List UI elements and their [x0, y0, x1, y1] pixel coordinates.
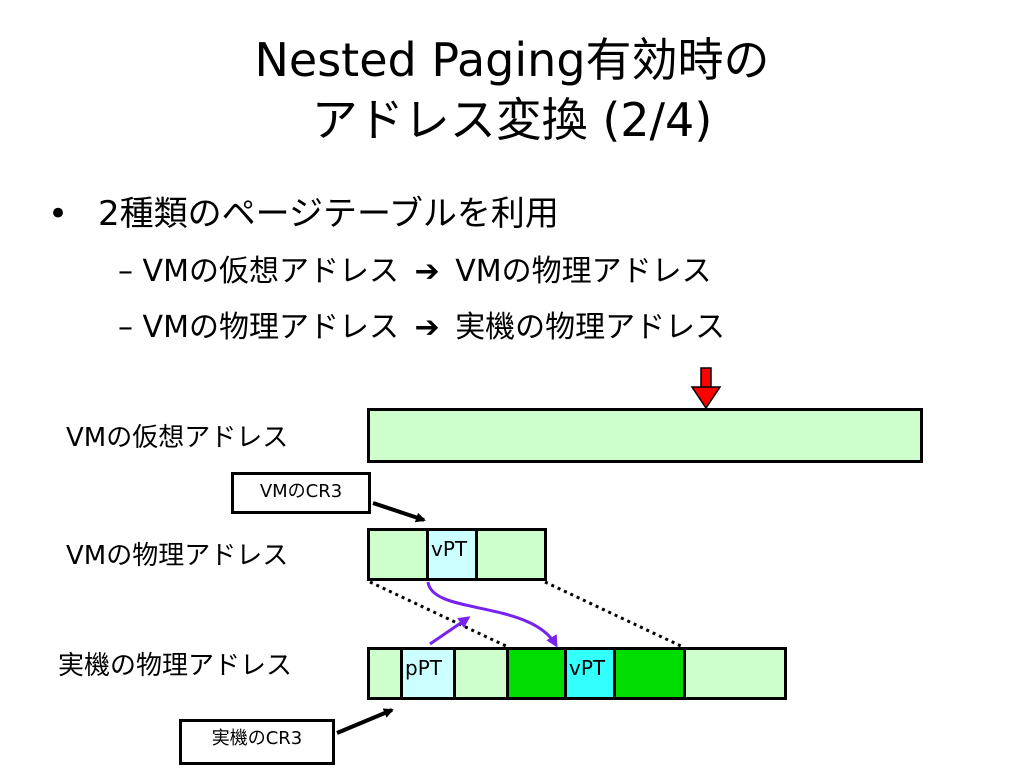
sub-item-to: VMの物理アドレス [455, 254, 712, 289]
host-cr3-label: 実機のCR3 [211, 728, 303, 749]
sub-item-from: VMの物理アドレス [142, 310, 399, 345]
vm-virtual-address-label: VMの仮想アドレス [66, 423, 289, 453]
ppt-cell: pPT [400, 650, 456, 697]
host-cr3-box: 実機のCR3 [179, 719, 335, 765]
host-mapped-region-right [616, 650, 686, 697]
vm-physical-address-label: VMの物理アドレス [66, 541, 289, 571]
vm-cr3-label: VMのCR3 [259, 481, 343, 502]
vpt-cell-label: vPT [431, 537, 468, 561]
sub-item-dash: – [118, 254, 133, 289]
sub-item-1: – VMの仮想アドレス ➔ VMの物理アドレス [118, 254, 712, 290]
sub-item-from: VMの仮想アドレス [142, 254, 399, 289]
sub-item-dash: – [118, 310, 133, 345]
vm-cr3-pointer-arrow [372, 501, 426, 523]
vpt-cell: vPT [426, 531, 478, 578]
vm-cr3-box: VMのCR3 [231, 472, 371, 514]
host-physical-address-label: 実機の物理アドレス [58, 651, 293, 681]
sub-item-to: 実機の物理アドレス [455, 310, 726, 345]
title-line-2: アドレス変換 (2/4) [311, 93, 713, 147]
host-mapped-region-left [506, 650, 566, 697]
vpt-to-host-vpt-arrow [426, 581, 558, 648]
main-bullet: • 2種類のページテーブルを利用 [48, 194, 559, 234]
bullet-marker: • [48, 194, 69, 234]
host-physical-address-bar: pPT vPT [367, 647, 787, 700]
mapping-dotted-line-right [544, 580, 684, 649]
host-cr3-pointer-arrow [336, 708, 394, 735]
slide-title: Nested Paging有効時の アドレス変換 (2/4) [0, 30, 1024, 150]
right-arrow-icon: ➔ [414, 254, 440, 289]
vm-physical-address-bar: vPT [367, 528, 547, 581]
ppt-to-vpt-arrow [429, 616, 471, 646]
ppt-cell-label: pPT [405, 656, 442, 680]
vm-virtual-address-bar [367, 408, 923, 463]
right-arrow-icon: ➔ [414, 310, 440, 345]
host-vpt-cell: vPT [564, 650, 616, 697]
mapping-dotted-line-left [369, 580, 509, 649]
sub-item-2: – VMの物理アドレス ➔ 実機の物理アドレス [118, 310, 725, 346]
host-vpt-cell-label: vPT [569, 656, 606, 680]
bullet-text: 2種類のページテーブルを利用 [98, 194, 559, 234]
title-line-1: Nested Paging有効時の [254, 33, 770, 87]
red-down-arrow-icon [690, 367, 722, 410]
